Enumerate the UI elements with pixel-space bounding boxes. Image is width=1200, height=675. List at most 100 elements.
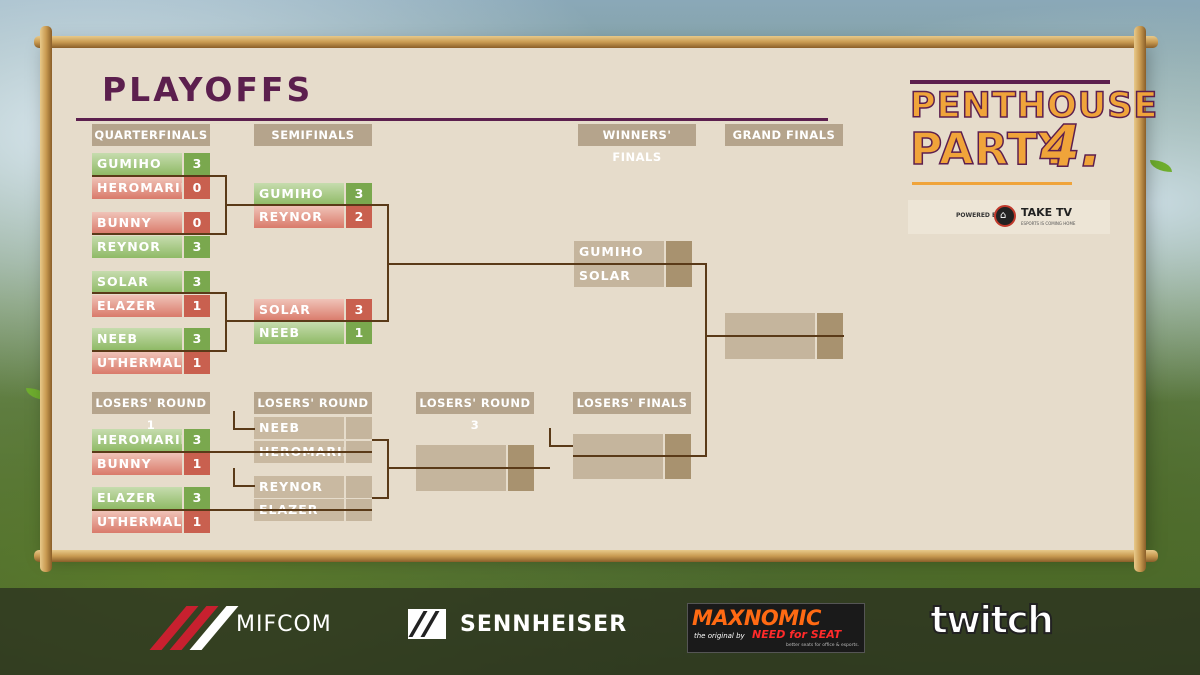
player-score bbox=[817, 313, 843, 335]
player-name: UTHERMAL bbox=[92, 352, 182, 374]
bracket-connector bbox=[387, 263, 692, 265]
needforseat-sub: better seats for office & esports. bbox=[786, 643, 860, 648]
powered-by-brand: TAKE TV bbox=[1021, 206, 1073, 219]
event-logo-line2: PARTY bbox=[909, 123, 1072, 176]
bracket-connector bbox=[372, 320, 388, 322]
player-score bbox=[665, 434, 691, 456]
sponsor-maxnomic-logo: MAXNOMIC the original by NEED for SEAT b… bbox=[687, 603, 865, 653]
bracket-connector bbox=[705, 335, 844, 337]
bracket-connector bbox=[92, 175, 226, 177]
lr2-2-top: REYNOR bbox=[254, 476, 372, 498]
player-name bbox=[725, 313, 815, 335]
gf-top bbox=[725, 313, 843, 335]
player-score bbox=[508, 469, 534, 491]
leaf-decoration bbox=[1150, 160, 1172, 172]
bracket-connector bbox=[692, 263, 706, 265]
bracket-connector bbox=[372, 204, 388, 206]
header-losers-round-2: LOSERS' ROUND 2 bbox=[254, 392, 372, 432]
player-score: 3 bbox=[184, 429, 210, 451]
player-name bbox=[416, 469, 506, 491]
header-grand-finals: GRAND FINALS bbox=[725, 124, 843, 146]
bracket-connector bbox=[92, 292, 226, 294]
player-name: SOLAR bbox=[92, 271, 182, 293]
bracket-connector bbox=[573, 455, 707, 457]
qf1-bottom: HEROMARINE0 bbox=[92, 177, 210, 199]
bracket-connector bbox=[549, 428, 551, 446]
bracket-connector bbox=[387, 467, 535, 469]
mifcom-logo-icon bbox=[146, 606, 239, 650]
player-score bbox=[817, 337, 843, 359]
player-score: 1 bbox=[184, 453, 210, 475]
logo-bar bbox=[910, 80, 1110, 84]
lf-top bbox=[573, 434, 691, 456]
player-name bbox=[573, 457, 663, 479]
bracket-connector bbox=[387, 439, 389, 499]
wf-bottom: SOLAR bbox=[574, 265, 692, 287]
player-name: BUNNY bbox=[92, 453, 182, 475]
bracket-connector bbox=[92, 233, 226, 235]
player-score: 1 bbox=[184, 511, 210, 533]
sponsor-bar bbox=[0, 588, 1200, 675]
bracket-connector bbox=[92, 509, 372, 511]
player-name: NEEB bbox=[92, 328, 182, 350]
maxnomic-tagline: the original by bbox=[694, 632, 745, 640]
header-semifinals: SEMIFINALS bbox=[254, 124, 372, 146]
player-score: 1 bbox=[184, 352, 210, 374]
player-score: 3 bbox=[184, 328, 210, 350]
bracket-connector bbox=[372, 497, 388, 499]
event-logo-number: 4. bbox=[1039, 111, 1103, 181]
bracket-connector bbox=[92, 451, 372, 453]
powered-by-label: POWERED BY bbox=[956, 212, 1001, 219]
header-losers-round-1: LOSERS' ROUND 1 bbox=[92, 392, 210, 432]
bracket-connector bbox=[233, 428, 255, 430]
page-title: PLAYOFFS bbox=[102, 70, 314, 109]
player-name: SOLAR bbox=[574, 265, 664, 287]
player-name: REYNOR bbox=[254, 206, 344, 228]
bracket-connector bbox=[549, 445, 573, 447]
title-underline bbox=[76, 118, 828, 121]
bracket-connector bbox=[92, 350, 226, 352]
bracket-connector bbox=[225, 292, 227, 352]
powered-by-tagline: ESPORTS IS COMING HOME bbox=[1021, 221, 1076, 226]
home-icon: ⌂ bbox=[994, 205, 1016, 227]
player-score bbox=[508, 445, 534, 467]
player-score: 0 bbox=[184, 177, 210, 199]
player-score bbox=[346, 476, 372, 498]
header-quarterfinals: QUARTERFINALS bbox=[92, 124, 210, 146]
bamboo-frame-bottom bbox=[34, 550, 1158, 562]
sponsor-mifcom: MIFCOM bbox=[236, 612, 332, 637]
header-winners-finals: WINNERS' FINALS bbox=[578, 124, 696, 164]
player-name: SOLAR bbox=[254, 299, 344, 321]
player-name: GUMIHO bbox=[92, 153, 182, 175]
bamboo-frame-top bbox=[34, 36, 1158, 48]
player-name: UTHERMAL bbox=[92, 511, 182, 533]
bracket-connector bbox=[233, 468, 235, 486]
lf-bottom bbox=[573, 457, 691, 479]
wf-top: GUMIHO bbox=[574, 241, 692, 263]
bracket-connector bbox=[233, 485, 255, 487]
player-name: REYNOR bbox=[254, 476, 344, 498]
player-score: 3 bbox=[184, 236, 210, 258]
needforseat-label: NEED for SEAT bbox=[752, 628, 842, 641]
bracket-connector bbox=[225, 320, 373, 322]
player-score: 2 bbox=[346, 206, 372, 228]
powered-by-box: POWERED BY ⌂ TAKE TV ESPORTS IS COMING H… bbox=[908, 200, 1110, 234]
bracket-connector bbox=[372, 439, 388, 441]
player-score: 1 bbox=[346, 322, 372, 344]
player-score bbox=[665, 457, 691, 479]
bracket-connector bbox=[534, 467, 550, 469]
bracket-connector bbox=[225, 204, 373, 206]
player-score: 3 bbox=[184, 271, 210, 293]
player-name: REYNOR bbox=[92, 236, 182, 258]
player-name bbox=[416, 445, 506, 467]
bamboo-frame-left bbox=[40, 26, 52, 572]
gf-bottom bbox=[725, 337, 843, 359]
